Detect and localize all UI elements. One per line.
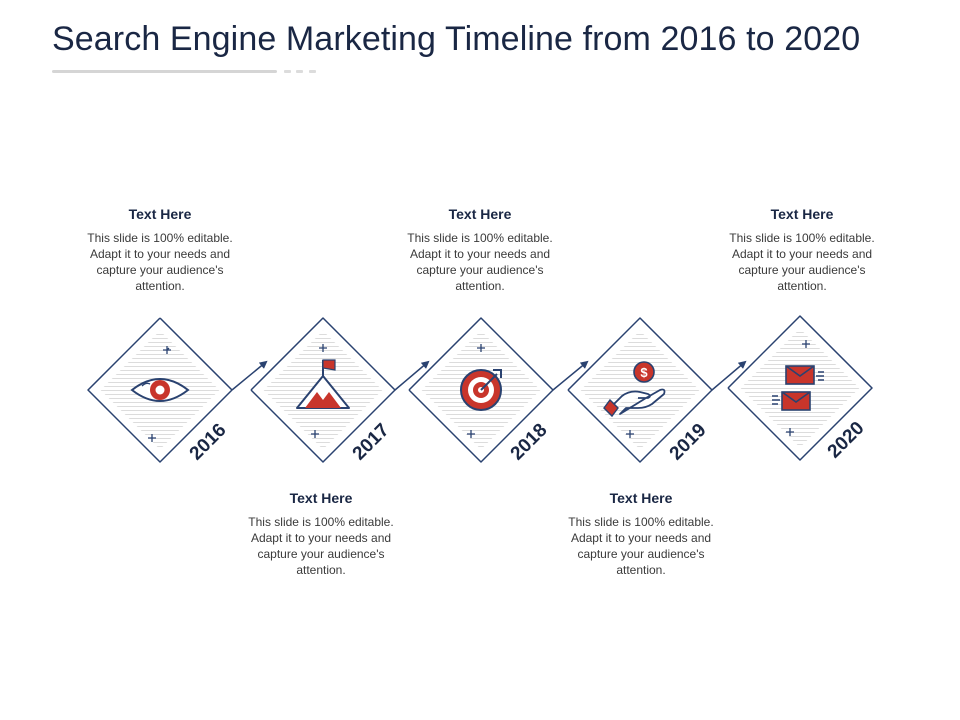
page-title: Search Engine Marketing Timeline from 20… [52, 20, 861, 58]
milestone-2020: 2020 [727, 315, 873, 463]
sparkle-icon [163, 346, 171, 354]
milestone-body: This slide is 100% editable. Adapt it to… [407, 231, 553, 293]
connector-arrow [552, 360, 589, 391]
milestone-heading: Text Here [770, 206, 834, 222]
year-label: 2019 [666, 420, 711, 465]
diamond-outline [87, 317, 233, 463]
milestone-body: This slide is 100% editable. Adapt it to… [248, 515, 394, 577]
sparkle-icon [467, 430, 475, 438]
title-dots [284, 70, 324, 73]
hand-coin-icon: $ [603, 361, 666, 418]
svg-text:$: $ [640, 365, 648, 380]
diamond-outline [727, 315, 873, 461]
title-underline [52, 70, 277, 73]
milestone-body: This slide is 100% editable. Adapt it to… [87, 231, 233, 293]
milestone-heading: Text Here [609, 490, 673, 506]
milestone-2019: $ 2019 [567, 317, 713, 465]
eye-icon [130, 378, 190, 402]
milestone-text-2019: Text Here This slide is 100% editable. A… [561, 490, 721, 578]
striped-diamond [580, 330, 700, 450]
connector-arrow [394, 360, 430, 391]
target-icon [460, 369, 502, 411]
year-label: 2018 [507, 420, 552, 465]
sparkle-icon [786, 428, 794, 436]
year-label: 2020 [824, 418, 869, 463]
milestone-body: This slide is 100% editable. Adapt it to… [729, 231, 875, 293]
year-label: 2017 [349, 420, 394, 465]
connector-arrow [711, 360, 747, 391]
sparkle-icon [319, 344, 327, 352]
milestone-body: This slide is 100% editable. Adapt it to… [568, 515, 714, 577]
envelopes-icon [772, 365, 824, 411]
milestone-heading: Text Here [289, 490, 353, 506]
milestone-text-2020: Text Here This slide is 100% editable. A… [722, 206, 882, 294]
mountain-flag-icon [296, 359, 350, 409]
milestone-text-2018: Text Here This slide is 100% editable. A… [400, 206, 560, 294]
milestone-text-2017: Text Here This slide is 100% editable. A… [241, 490, 401, 578]
sparkle-icon [311, 430, 319, 438]
milestone-heading: Text Here [448, 206, 512, 222]
sparkle-icon [802, 340, 810, 348]
sparkle-icon [626, 430, 634, 438]
sparkle-icon [477, 344, 485, 352]
milestone-heading: Text Here [128, 206, 192, 222]
sparkle-icon [148, 434, 156, 442]
milestone-2018: 2018 [408, 317, 554, 465]
milestone-2016: 2016 [87, 317, 233, 465]
connector-arrow [231, 360, 268, 391]
milestone-text-2016: Text Here This slide is 100% editable. A… [80, 206, 240, 294]
year-label: 2016 [186, 420, 231, 465]
milestone-2017: 2017 [250, 317, 396, 465]
